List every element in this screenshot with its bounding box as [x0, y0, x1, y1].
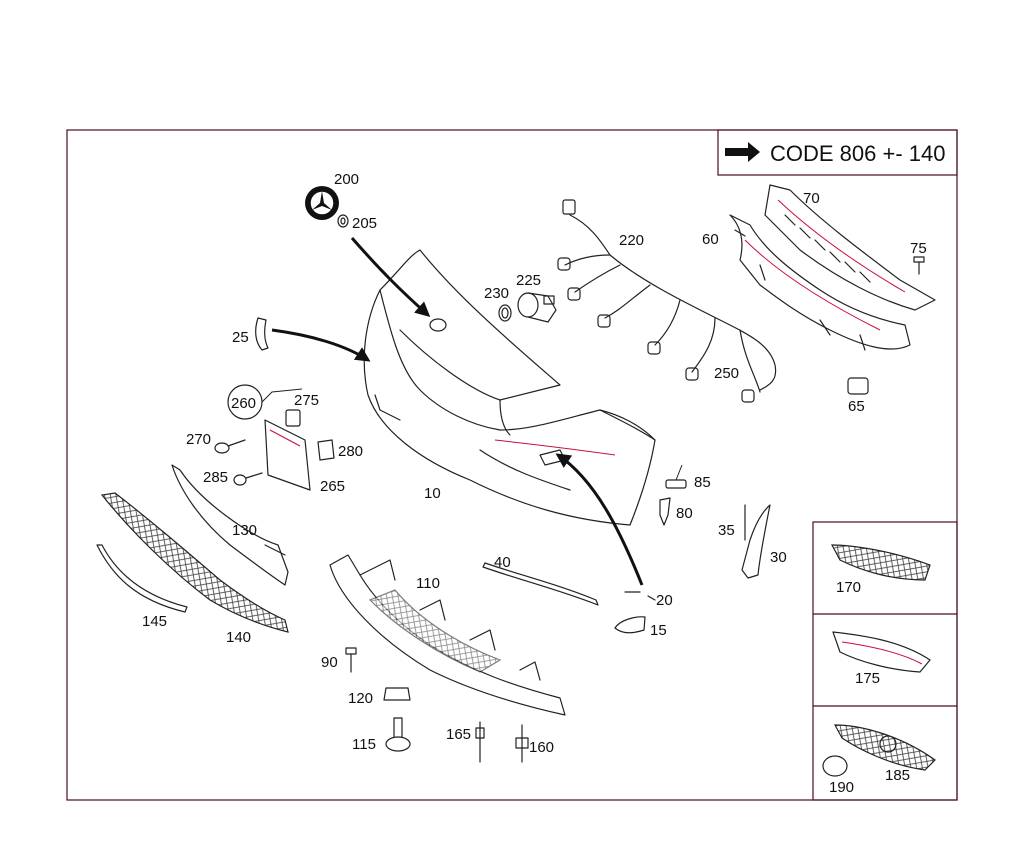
part-115-screw[interactable]	[385, 717, 411, 752]
label-140: 140	[226, 629, 251, 646]
label-120: 120	[348, 690, 373, 707]
label-230: 230	[484, 285, 509, 302]
part-75-screw[interactable]	[913, 256, 925, 275]
label-220: 220	[619, 232, 644, 249]
part-275-clip[interactable]	[285, 409, 301, 427]
label-130: 130	[232, 522, 257, 539]
part-30-side-bracket[interactable]	[741, 504, 771, 579]
part-20-bracket[interactable]	[624, 591, 656, 601]
part-40-trim-strip[interactable]	[482, 562, 599, 606]
part-260-group-circle	[227, 384, 303, 420]
label-75: 75	[910, 240, 927, 257]
part-140-lower-grille[interactable]	[100, 492, 289, 633]
part-130-trim-strip[interactable]	[171, 464, 289, 586]
label-40: 40	[494, 554, 511, 571]
label-15: 15	[650, 622, 667, 639]
part-230-sensor-ring[interactable]	[498, 304, 512, 322]
part-170-side-grille[interactable]	[830, 544, 931, 581]
label-205: 205	[352, 215, 377, 232]
label-70: 70	[803, 190, 820, 207]
label-110: 110	[416, 575, 440, 592]
label-225: 225	[516, 272, 541, 289]
label-190: 190	[829, 779, 854, 796]
arrow-20-to-10	[555, 453, 644, 586]
part-265-plate-holder[interactable]	[264, 419, 311, 491]
label-285: 285	[203, 469, 228, 486]
part-90-screw[interactable]	[345, 647, 357, 673]
part-205-grommet[interactable]	[337, 214, 349, 228]
label-10: 10	[424, 485, 441, 502]
arrow-205-to-10	[350, 237, 431, 317]
part-280-nut[interactable]	[317, 439, 335, 461]
label-260: 260	[231, 395, 256, 412]
part-120-clip[interactable]	[383, 687, 411, 701]
part-200-star-emblem[interactable]	[305, 186, 339, 220]
diagram-frame	[66, 129, 958, 801]
label-20: 20	[656, 592, 673, 609]
label-280: 280	[338, 443, 363, 460]
part-175-side-grille-trim[interactable]	[832, 631, 931, 673]
part-15-tow-cover[interactable]	[614, 616, 646, 634]
label-30: 30	[770, 549, 787, 566]
label-250: 250	[714, 365, 739, 382]
part-160-rivet[interactable]	[515, 724, 529, 763]
part-110-under-tray[interactable]	[329, 554, 566, 716]
part-270-screw[interactable]	[214, 439, 246, 454]
part-labels: 200 205 25 220 225 230 250 70 60 75 65 2…	[142, 171, 927, 796]
label-185: 185	[885, 767, 910, 784]
arrow-right-icon	[725, 142, 760, 162]
label-60: 60	[702, 231, 719, 248]
part-70-impact-absorber[interactable]	[764, 184, 936, 311]
label-170: 170	[836, 579, 861, 596]
label-160: 160	[529, 739, 554, 756]
label-25: 25	[232, 329, 249, 346]
code-text: CODE 806 +- 140	[770, 141, 945, 166]
label-65: 65	[848, 398, 865, 415]
label-145: 145	[142, 613, 167, 630]
part-10-bumper-cover[interactable]	[363, 249, 656, 526]
label-80: 80	[676, 505, 693, 522]
part-80-clip[interactable]	[659, 497, 671, 526]
label-265: 265	[320, 478, 345, 495]
part-65-cap[interactable]	[847, 377, 869, 395]
label-270: 270	[186, 431, 211, 448]
code-box: CODE 806 +- 140	[717, 129, 958, 176]
part-165-rivet[interactable]	[475, 721, 485, 763]
part-25-bracket[interactable]	[255, 317, 269, 351]
label-200: 200	[334, 171, 359, 188]
label-275: 275	[294, 392, 319, 409]
part-85-clip[interactable]	[665, 464, 687, 489]
label-165: 165	[446, 726, 471, 743]
part-145-chrome-strip[interactable]	[96, 544, 188, 613]
part-60-mounting-bracket[interactable]	[729, 214, 911, 351]
label-35: 35	[718, 522, 735, 539]
part-190-fog-ring[interactable]	[822, 755, 848, 777]
part-220-wiring-harness[interactable]	[557, 199, 777, 403]
arrow-25-to-10	[271, 328, 371, 362]
part-185-fog-grille[interactable]	[833, 724, 936, 771]
label-115: 115	[352, 736, 376, 753]
label-175: 175	[855, 670, 880, 687]
label-90: 90	[321, 654, 338, 671]
label-85: 85	[694, 474, 711, 491]
variant-panel	[812, 521, 958, 801]
part-225-parking-sensor[interactable]	[517, 292, 557, 323]
part-285-screw[interactable]	[233, 472, 263, 486]
